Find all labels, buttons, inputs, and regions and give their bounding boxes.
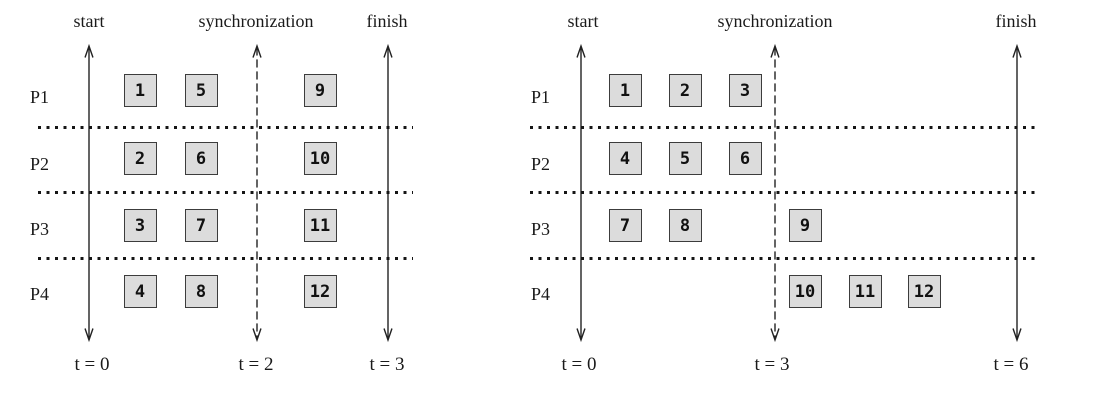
task-box: 7 — [608, 209, 642, 242]
task-box: 1 — [123, 74, 157, 107]
time-label-finish: t = 6 — [993, 354, 1029, 375]
task-box: 5 — [668, 142, 702, 175]
time-label-sync: t = 2 — [238, 354, 274, 375]
finish-label: finish — [995, 11, 1037, 31]
row-separator — [38, 191, 413, 194]
task-box: 9 — [788, 209, 822, 242]
row-separator — [38, 126, 413, 129]
processor-label-p3: P3 — [531, 219, 551, 239]
task-box: 12 — [907, 275, 941, 308]
task-box: 10 — [303, 142, 337, 175]
task-box: 8 — [184, 275, 218, 308]
task-box: 6 — [184, 142, 218, 175]
time-label-sync: t = 3 — [754, 354, 790, 375]
start-label: start — [73, 11, 105, 31]
task-box: 9 — [303, 74, 337, 107]
task-box: 2 — [668, 74, 702, 107]
task-box: 7 — [184, 209, 218, 242]
processor-label-p4: P4 — [30, 284, 50, 304]
task-box: 3 — [123, 209, 157, 242]
synchronization-label: synchronization — [198, 11, 314, 31]
finish-label: finish — [366, 11, 408, 31]
task-box: 11 — [303, 209, 337, 242]
row-separator — [530, 126, 1037, 129]
start-label: start — [567, 11, 599, 31]
task-box: 10 — [788, 275, 822, 308]
processor-label-p1: P1 — [30, 87, 50, 107]
row-separator — [530, 257, 1037, 260]
synchronization-label: synchronization — [717, 11, 833, 31]
task-box: 4 — [608, 142, 642, 175]
row-separator — [38, 257, 413, 260]
task-box: 5 — [184, 74, 218, 107]
time-label-start: t = 0 — [74, 354, 110, 375]
task-box: 2 — [123, 142, 157, 175]
task-box: 12 — [303, 275, 337, 308]
task-box: 1 — [608, 74, 642, 107]
task-box: 6 — [728, 142, 762, 175]
task-box: 8 — [668, 209, 702, 242]
task-box: 4 — [123, 275, 157, 308]
task-box: 11 — [848, 275, 882, 308]
processor-label-p3: P3 — [30, 219, 50, 239]
processor-label-p2: P2 — [531, 154, 551, 174]
processor-label-p4: P4 — [531, 284, 551, 304]
time-label-finish: t = 3 — [369, 354, 405, 375]
processor-label-p2: P2 — [30, 154, 50, 174]
task-box: 3 — [728, 74, 762, 107]
time-label-start: t = 0 — [561, 354, 597, 375]
row-separator — [530, 191, 1037, 194]
processor-label-p1: P1 — [531, 87, 551, 107]
